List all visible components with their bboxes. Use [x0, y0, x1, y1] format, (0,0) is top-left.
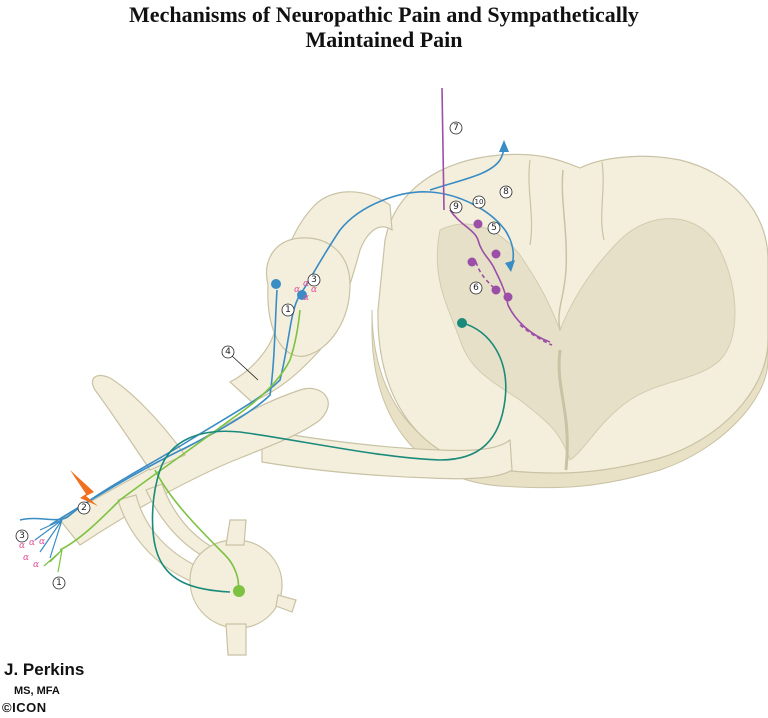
ventral-median-fissure [557, 349, 569, 471]
alpha-receptor: α [19, 541, 25, 551]
label-4-leader [231, 355, 259, 381]
diagram-title-line-2: Maintained Pain [305, 27, 463, 52]
label-circle-9 [449, 200, 463, 214]
ventral-horn-neuron [457, 318, 467, 328]
alpha-receptor: α [303, 279, 309, 289]
dorsal-root-ganglion [266, 237, 351, 357]
drg-neuron-blue-2 [297, 290, 307, 300]
sympathetic-chain-lower [225, 623, 247, 656]
ventral-root [261, 429, 513, 480]
label-1b: 1 [56, 578, 62, 588]
nerve-injury-icon [70, 470, 98, 506]
spinal-nerve [59, 387, 329, 546]
primary-afferent-fiber-2 [49, 289, 278, 526]
dorsal-median-sulcus [558, 169, 568, 331]
alpha-receptors: α α α α α α α α α [19, 279, 317, 570]
label-8: 8 [503, 187, 509, 197]
blue-terminal-branch [34, 519, 63, 559]
sympathetic-ganglion [189, 539, 283, 629]
descending-axon [441, 87, 445, 211]
preganglionic-fiber [151, 322, 507, 593]
alpha-receptor: α [39, 537, 45, 547]
label-circle-6 [469, 281, 483, 295]
alpha-receptor: α [294, 285, 300, 295]
drg-neuron-blue-1 [271, 279, 281, 289]
arrowheads [499, 140, 515, 272]
label-circle-1a [281, 303, 295, 317]
label-circle-1b [52, 576, 66, 590]
sympathetic-ganglion-neuron [233, 585, 245, 597]
alpha-receptor: α [29, 538, 35, 548]
alpha-receptor: α [33, 560, 39, 570]
green-terminal-branch [43, 549, 63, 573]
label-7: 7 [453, 123, 459, 133]
dorsolateral-groove-left [528, 159, 533, 246]
label-3b: 3 [19, 531, 25, 541]
ascending-arrowhead [499, 140, 509, 152]
dorsal-horn-neuron-1 [473, 219, 483, 229]
sympathetic-efferent-fiber [59, 309, 301, 551]
label-circle-5 [487, 221, 501, 235]
descending-arrowhead [505, 260, 515, 272]
label-9: 9 [453, 202, 459, 212]
alpha-receptor: α [23, 553, 29, 563]
gray-matter [436, 218, 736, 461]
publisher-logo: ©ICON [2, 700, 47, 715]
artist-credentials: MS, MFA [14, 685, 60, 697]
label-6: 6 [473, 283, 479, 293]
spinal-cord [371, 153, 768, 489]
label-circle-4 [221, 345, 235, 359]
label-5: 5 [491, 223, 497, 233]
diagram-title-line-1: Mechanisms of Neuropathic Pain and Sympa… [129, 2, 639, 27]
label-circle-3a [307, 273, 321, 287]
label-2: 2 [81, 503, 87, 513]
dorsal-horn-neuron-4 [491, 285, 501, 295]
dorsal-horn-dashed-axon [475, 261, 497, 291]
cell-bodies [233, 219, 513, 597]
dorsal-horn-neuron-2 [491, 249, 501, 259]
label-10: 10 [475, 198, 484, 206]
alpha-receptor: α [303, 293, 309, 303]
numbered-label-text: 1 1 2 3 3 4 5 6 7 8 9 10 [19, 123, 509, 588]
dorsolateral-groove-right [601, 161, 605, 241]
sympathetic-chain-upper [225, 519, 247, 546]
dorsal-horn-neuron-chain [449, 209, 551, 343]
nerve-roots [59, 191, 513, 656]
sympathetic-chain-right [275, 594, 297, 613]
label-circle-8 [499, 185, 513, 199]
label-4: 4 [225, 347, 231, 357]
dorsal-ramus [91, 375, 186, 471]
dorsal-horn-neuron-5 [503, 292, 513, 302]
peripheral-terminals [34, 519, 63, 573]
label-3a: 3 [311, 275, 317, 285]
label-circle-7 [449, 121, 463, 135]
dorsal-horn-neuron-3 [467, 257, 477, 267]
label-circle-2 [77, 501, 91, 515]
alpha-receptor: α [311, 285, 317, 295]
sympathetic-postganglionic-fiber [154, 469, 240, 591]
label-1a: 1 [285, 305, 291, 315]
artist-signature: J. Perkins [4, 660, 85, 679]
label-circle-3b [15, 529, 29, 543]
label-circle-10 [472, 195, 486, 209]
numbered-labels [15, 121, 513, 590]
dorsal-horn-dashed-axon-2 [519, 324, 553, 346]
